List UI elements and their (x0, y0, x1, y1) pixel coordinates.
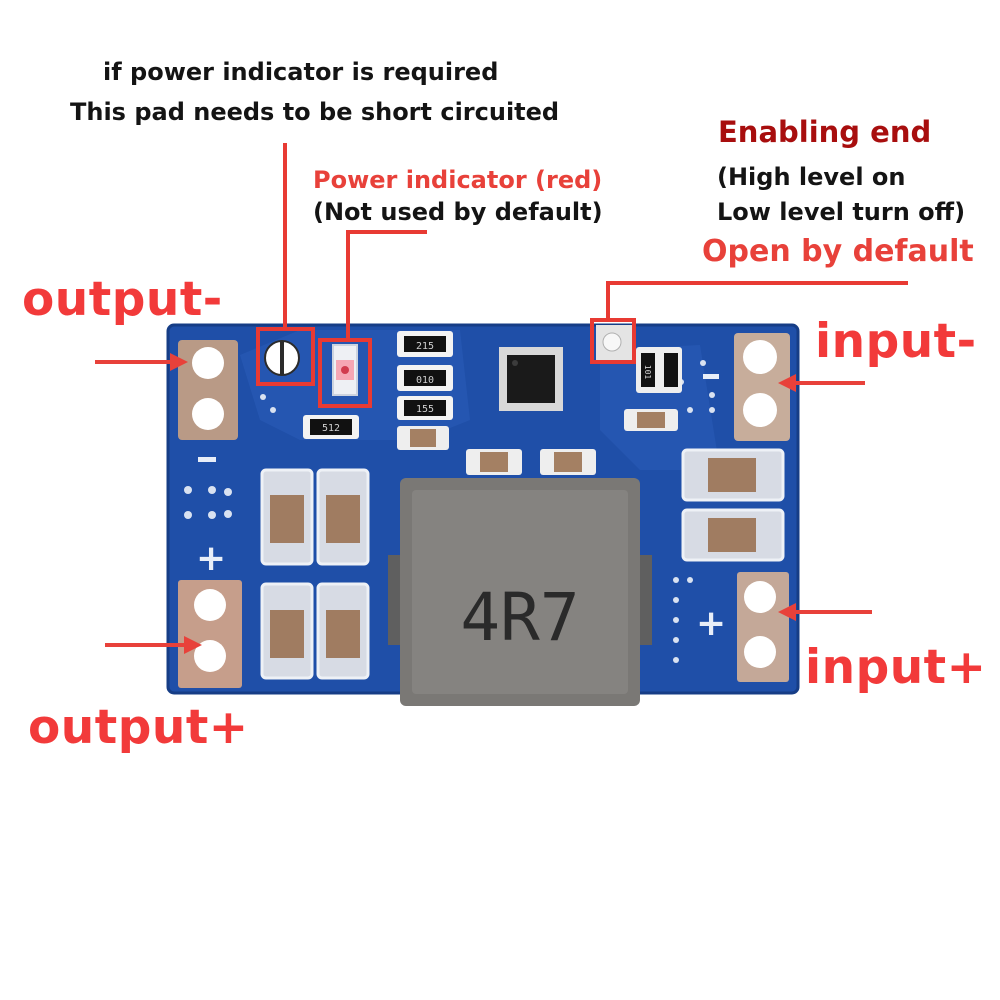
resistor-215: 215 (416, 341, 434, 352)
output-capacitors (260, 468, 370, 680)
resistor-155: 155 (416, 404, 434, 415)
pad-note-line2: This pad needs to be short circuited (70, 98, 560, 126)
enable-default: Open by default (702, 234, 974, 269)
input-plus-label: input+ (805, 640, 987, 695)
resistor-101: 101 (643, 365, 652, 380)
output-minus-label: output- (22, 272, 223, 327)
output-minus-terminal (178, 340, 238, 440)
output-plus-terminal (178, 580, 242, 688)
arrows (95, 353, 872, 654)
input-minus-terminal (734, 333, 790, 441)
enable-line2: Low level turn off) (717, 198, 966, 226)
power-indicator-led (332, 344, 358, 396)
silk-plus-left: + (196, 538, 226, 579)
pad-note-line1: if power indicator is required (103, 58, 499, 86)
small-capacitors: 101 (397, 347, 682, 475)
resistor-512: 512 (322, 423, 340, 434)
silk-plus-right: + (696, 603, 726, 644)
power-indicator-title: Power indicator (red) (313, 166, 603, 194)
output-plus-label: output+ (28, 700, 249, 755)
enable-highlight-box (590, 318, 636, 364)
power-indicator-note: (Not used by default) (313, 198, 603, 226)
enable-leader-line (606, 281, 908, 320)
resistor-array: 215 010 155 512 (303, 331, 453, 439)
enable-line1: (High level on (717, 163, 906, 191)
regulator-ic (499, 347, 563, 411)
input-capacitors (681, 448, 785, 562)
silk-minus-left (198, 457, 216, 462)
enable-title: Enabling end (718, 115, 932, 149)
inductor: 4R7 (388, 478, 652, 706)
input-plus-terminal (737, 572, 789, 682)
enable-pad (596, 325, 632, 361)
resistor-010: 010 (416, 375, 434, 386)
input-minus-label: input- (815, 314, 977, 369)
inductor-marking: 4R7 (460, 579, 579, 656)
power-indicator-pad (264, 340, 300, 376)
led-leader-line (346, 230, 427, 340)
silk-minus-right (703, 374, 719, 379)
led-highlight-box (318, 338, 372, 408)
